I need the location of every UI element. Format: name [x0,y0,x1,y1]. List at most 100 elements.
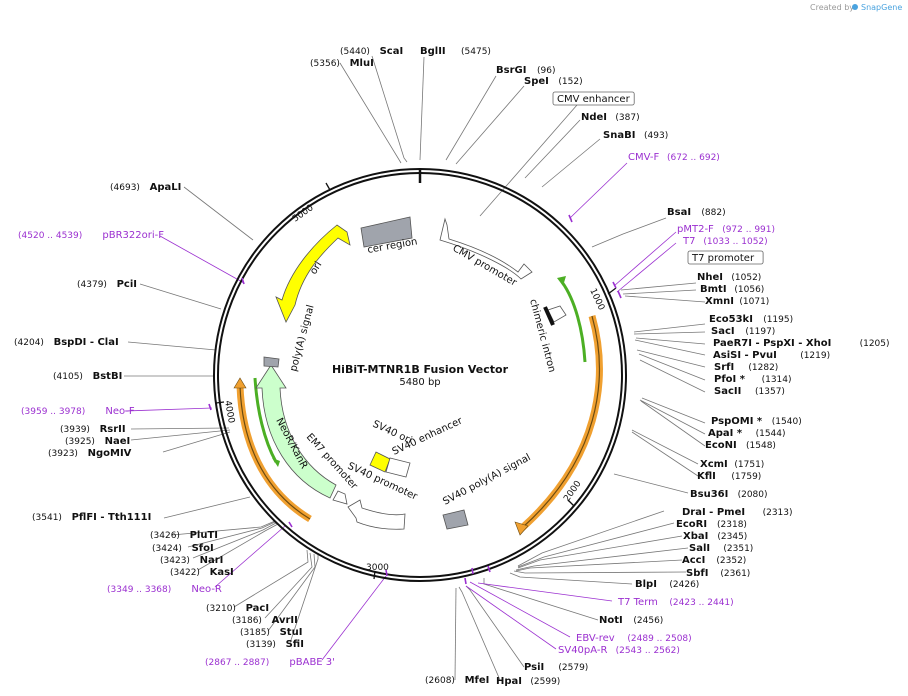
site-name: T7 Term [617,597,658,608]
site-t7[interactable]: T7(1033 .. 1052) [682,236,768,247]
site-pspomi[interactable]: PspOMI *(1540) [711,416,802,427]
site-nari[interactable]: (3423)NarI [160,555,223,566]
site-avrii[interactable]: (3186)AvrII [232,615,298,626]
site-name: PsiI [524,662,544,673]
site-position: (2543 .. 2562) [616,646,680,656]
site-xcmi[interactable]: XcmI(1751) [700,459,764,470]
site-ecori[interactable]: EcoRI(2318) [676,519,747,530]
ori-feature[interactable] [275,224,351,323]
site-sfii[interactable]: (3139)SfiI [246,639,304,650]
site-bsrgi[interactable]: BsrGI(96) [496,65,555,76]
site-naei[interactable]: (3925)NaeI [65,436,130,447]
site-neo-f[interactable]: (3959 .. 3978)Neo-F [21,406,135,417]
em7-promoter-feature[interactable] [332,490,348,505]
site-snabi[interactable]: SnaBI(493) [603,130,668,141]
site-ngomiv[interactable]: (3923)NgoMIV [48,448,132,459]
site-name: PluTI [190,530,218,541]
site-asisi-pvui[interactable]: AsiSI - PvuI(1219) [713,350,830,361]
site-sv40pa-r[interactable]: SV40pA-R (2543 .. 2562) [558,645,680,656]
site-pluti[interactable]: (3426) PluTI [150,530,218,541]
site-cmv-f[interactable]: CMV-F(672 .. 692) [628,152,720,163]
site-paer7i-pspxi-xhoi[interactable]: PaeR7I - PspXI - XhoI(1205) [713,338,890,349]
sv40-polya-feature[interactable] [442,509,469,530]
site-t7-term[interactable]: T7 Term (2423 .. 2441) [617,597,734,608]
site-xbai[interactable]: XbaI(2345) [683,531,747,542]
site-econi[interactable]: EcoNI(1548) [705,440,776,451]
site-apai[interactable]: ApaI *(1544) [708,428,786,439]
credit-brand: SnapGene [861,3,902,12]
site-name: SfiI [286,639,304,650]
site-name: PaeR7I - PspXI - XhoI [713,338,831,349]
site-kfli[interactable]: KflI(1759) [697,471,761,482]
site-position: (4520 .. 4539) [18,231,82,241]
site-srfi[interactable]: SrfI(1282) [714,362,778,373]
primer-marks [208,214,622,585]
site-sali[interactable]: SalI(2351) [689,543,753,554]
site-position: (882) [701,208,725,218]
site-pcii[interactable]: (4379)PciI [77,279,137,290]
site-name: Eco53kI [709,314,753,325]
site-ndei[interactable]: NdeI(387) [581,112,640,123]
site-sfoi[interactable]: (3424)SfoI [152,543,214,554]
site-name: KflI [697,471,716,482]
site-bspdi-clai[interactable]: (4204)BspDI - ClaI [14,337,119,348]
site-name: SV40pA-R [558,645,607,656]
site-psii[interactable]: PsiI(2579) [524,662,588,673]
site-pbabe-3[interactable]: (2867 .. 2887)pBABE 3' [205,657,335,668]
site-t7-promoter[interactable]: T7 promoter [687,250,764,265]
site-position: (2423 .. 2441) [669,598,733,608]
site-name: pMT2-F [677,224,714,235]
site-neo-r[interactable]: (3349 .. 3368)Neo-R [107,584,222,595]
site-mfei[interactable]: (2608)MfeI [425,675,489,686]
cer-region-feature[interactable] [360,216,413,248]
site-bglii[interactable]: BglII(5475) [420,46,491,57]
site-apali[interactable]: (4693)ApaLI [110,182,181,193]
site-scai[interactable]: (5440)ScaI [340,46,403,57]
site-rsrii[interactable]: (3939)RsrII [60,424,126,435]
site-stui[interactable]: (3185)StuI [240,627,302,638]
site-paci[interactable]: (3210)PacI [206,603,269,614]
site-bsai[interactable]: BsaI(882) [667,207,726,218]
site-pmt2-f[interactable]: pMT2-F(972 .. 991) [677,224,775,235]
site-bstbi[interactable]: (4105)BstBI [53,371,122,382]
site-pflfi-tth111i[interactable]: (3541)PflFI - Tth111I [32,512,151,523]
leader-lines [124,55,706,681]
site-pbr322ori-f[interactable]: (4520 .. 4539)pBR322ori-F [18,230,164,241]
site-sbfi[interactable]: SbfI(2361) [686,568,750,579]
site-pfoi[interactable]: PfoI *(1314) [714,374,792,385]
site-acci[interactable]: AccI(2352) [682,555,746,566]
site-eco53ki[interactable]: Eco53kI(1195) [709,314,793,325]
site-position: (3426) [150,531,180,541]
neor-kanr-feature[interactable] [255,364,337,499]
site-spei[interactable]: SpeI(152) [524,76,583,87]
site-saci[interactable]: SacI(1197) [711,326,775,337]
site-nhei[interactable]: NheI(1052) [697,272,761,283]
site-noti[interactable]: NotI(2456) [599,615,663,626]
neo-f-primer-arrow[interactable] [253,377,278,463]
site-box [552,91,635,106]
site-bmti[interactable]: BmtI(1056) [700,284,764,295]
pmt2-primer-arrow[interactable] [560,281,587,363]
site-position: (3939) [60,425,90,435]
sv40-enhancer-feature[interactable] [385,457,411,478]
site-position: (387) [615,113,639,123]
site-name: ScaI [380,46,404,57]
site-position: (1314) [762,375,792,385]
site-xmni[interactable]: XmnI(1071) [705,296,769,307]
chimeric-intron-bar [543,306,555,326]
sv40-promoter-feature[interactable] [347,499,406,530]
cmv-promoter-feature[interactable] [439,217,533,280]
site-kasi[interactable]: (3422)KasI [170,567,234,578]
polya-signal-feature[interactable] [263,356,280,368]
site-mlui[interactable]: (5356)MluI [310,58,374,69]
site-position: (2426) [669,580,699,590]
site-sacii[interactable]: SacII(1357) [714,386,785,397]
site-cmv-enhancer[interactable]: CMV enhancer [552,91,635,106]
site-drai-pmei[interactable]: DraI - PmeI(2313) [682,507,793,518]
site-position: (5356) [310,59,340,69]
site-ebv-rev[interactable]: EBV-rev(2489 .. 2508) [576,633,692,644]
site-bsu36i[interactable]: Bsu36I(2080) [690,489,768,500]
site-hpai[interactable]: HpaI(2599) [496,676,560,687]
site-blpi[interactable]: BlpI(2426) [635,579,699,590]
site-name: ApaLI [150,182,182,193]
